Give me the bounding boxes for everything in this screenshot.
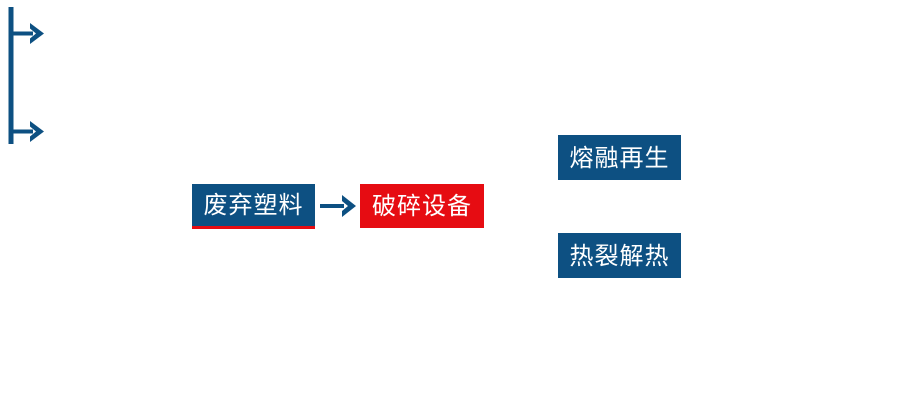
arrow-waste-to-crusher-icon <box>320 195 356 217</box>
node-pyrolysis-heat[interactable]: 热裂解热 <box>558 233 681 278</box>
node-waste-plastic-label: 废弃塑料 <box>203 191 304 219</box>
node-crushing-equipment-label: 破碎设备 <box>372 192 472 220</box>
node-melt-regeneration-label: 熔融再生 <box>569 143 670 172</box>
node-melt-regeneration[interactable]: 熔融再生 <box>558 135 681 180</box>
node-waste-plastic[interactable]: 废弃塑料 <box>192 184 315 229</box>
node-pyrolysis-heat-label: 热裂解热 <box>569 241 670 270</box>
branch-bracket-arrows-icon <box>8 7 44 144</box>
node-crushing-equipment[interactable]: 破碎设备 <box>360 184 484 228</box>
